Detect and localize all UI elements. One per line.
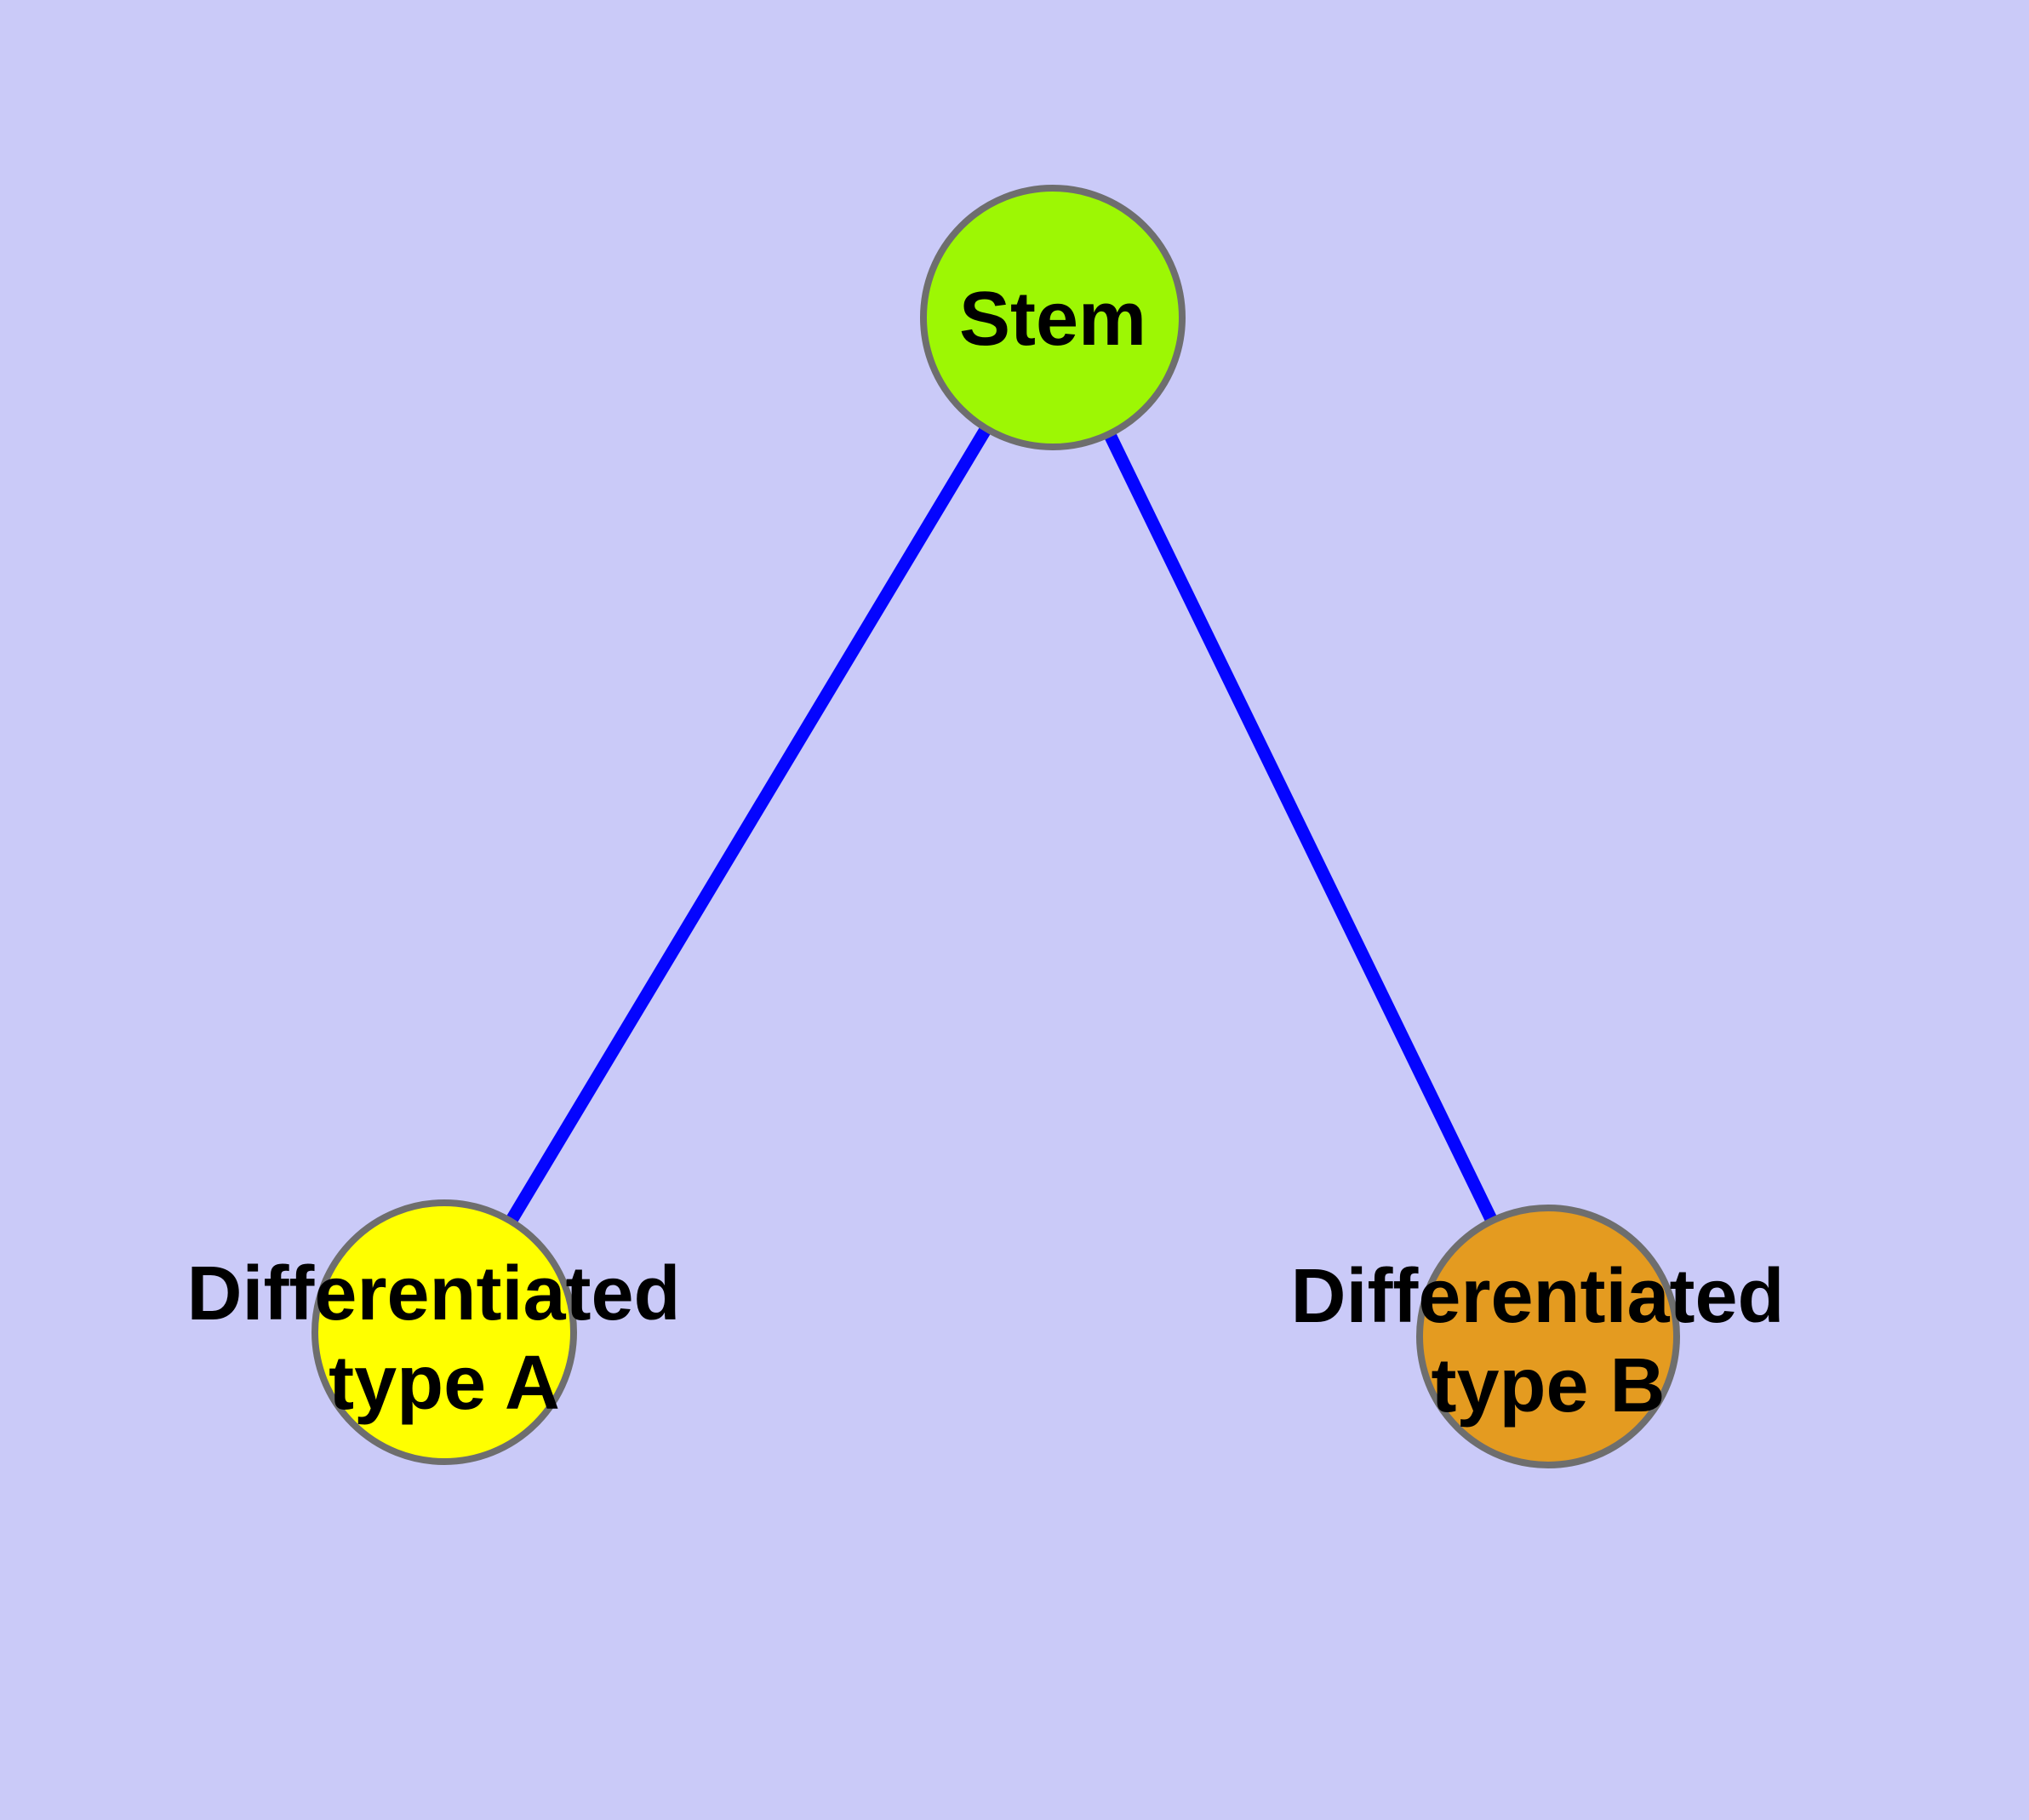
edge-stem-to-type-b	[1047, 314, 1554, 1340]
edge-stem-to-type-a	[438, 314, 1059, 1336]
node-type-a-label-line1: Differentiated	[186, 1251, 680, 1336]
node-stem-label: Stem	[959, 277, 1146, 362]
node-type-b-circle	[1416, 1205, 1680, 1468]
node-type-a-label-line2: type A	[329, 1341, 560, 1426]
node-stem-circle	[920, 185, 1186, 450]
node-type-a-circle	[311, 1199, 577, 1465]
node-type-a-label: Differentiated type A	[186, 1251, 701, 1426]
node-type-b-label: Differentiated type B	[1290, 1254, 1805, 1428]
node-type-b-label-line2: type B	[1431, 1343, 1665, 1428]
node-type-b-label-line1: Differentiated	[1290, 1254, 1784, 1339]
